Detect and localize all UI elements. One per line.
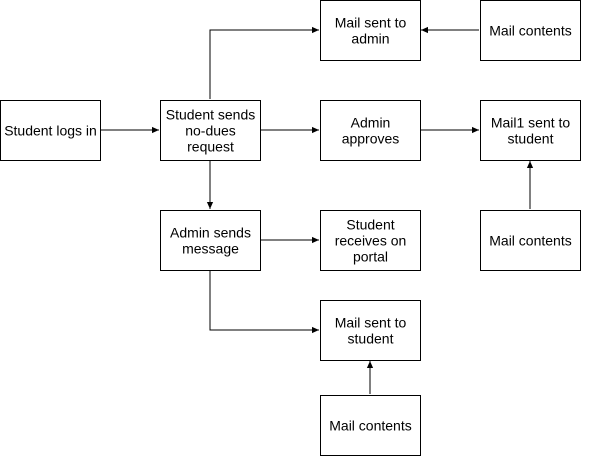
node-mail-contents-right: Mail contents (480, 210, 581, 271)
node-label-line: Admin sends (170, 225, 251, 241)
node-label-line: student (348, 331, 394, 347)
node-label-line: Student sends (166, 107, 256, 123)
node-label-line: Mail contents (489, 23, 571, 39)
node-box (0, 100, 101, 161)
edges (101, 26, 534, 394)
node-box (480, 100, 581, 161)
node-label-line: Mail sent to (335, 315, 407, 331)
node-box (320, 395, 421, 456)
node-label-line: no-dues (185, 123, 236, 139)
node-box (480, 210, 581, 271)
node-label-line: Mail1 sent to (491, 115, 571, 131)
node-label-line: Student logs in (4, 123, 97, 139)
node-student-logs-in: Student logs in (0, 100, 101, 161)
node-label-line: approves (342, 131, 400, 147)
node-label-line: Student (346, 217, 394, 233)
node-label-line: portal (353, 249, 388, 265)
arrow-student-sends-request-to-mail-to-admin (209, 26, 319, 99)
node-box (480, 0, 581, 61)
node-label-line: request (187, 139, 234, 155)
node-label-line: admin (351, 31, 389, 47)
node-label-line: student (508, 131, 554, 147)
node-mail-contents-top: Mail contents (480, 0, 581, 61)
node-box (320, 100, 421, 161)
node-label-line: Mail contents (489, 233, 571, 249)
node-label-line: Mail contents (329, 418, 411, 434)
node-box (160, 210, 261, 271)
node-label-line: Admin (351, 115, 391, 131)
node-box (320, 210, 421, 271)
node-label-line: receives on (335, 233, 407, 249)
node-mail-contents-bottom: Mail contents (320, 395, 421, 456)
node-box (160, 100, 261, 161)
arrow-admin-sends-message-to-mail-to-student (209, 271, 319, 334)
node-label-line: Mail sent to (335, 15, 407, 31)
node-label-line: message (182, 241, 239, 257)
node-box (320, 0, 421, 61)
node-box (320, 300, 421, 361)
